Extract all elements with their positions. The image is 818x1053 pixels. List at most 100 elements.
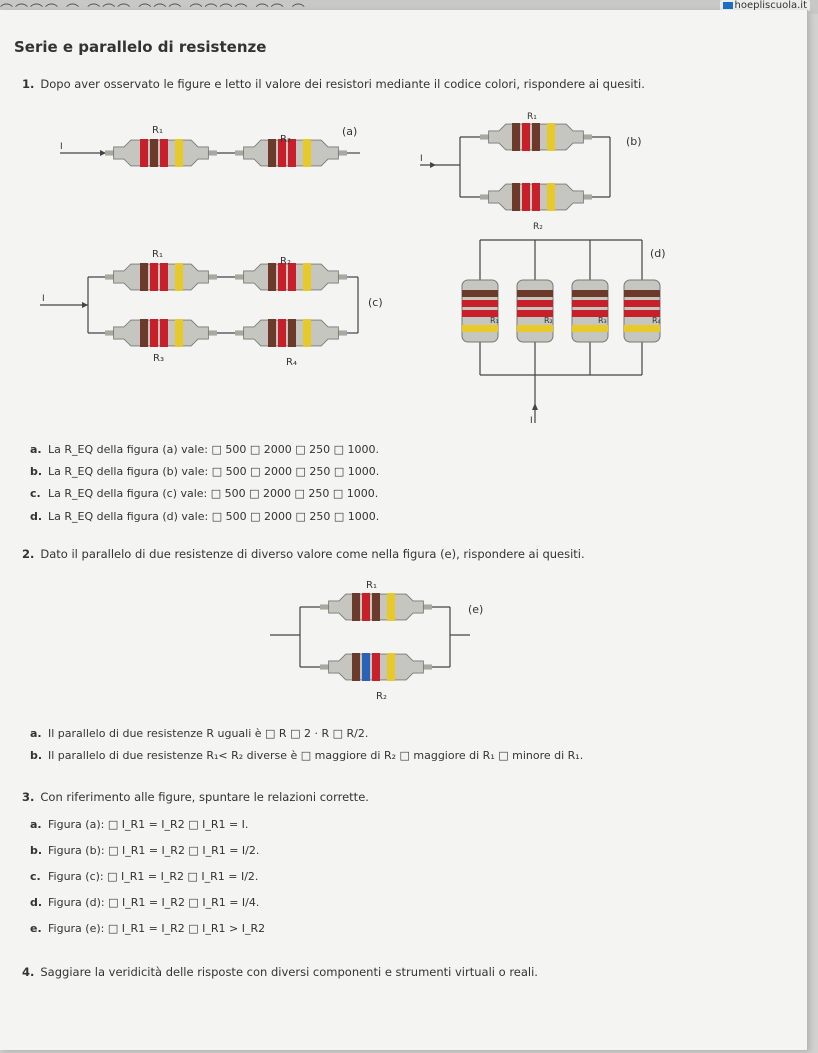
answer-letter: b. [30,749,43,762]
band [362,653,370,681]
figure-a-current-label: I [60,142,63,152]
figure-e-r1-label: R₁ [366,580,377,591]
figure-d-resistor-2 [516,240,554,375]
answer-text: Figura (a): □ I_R1 = I_R2 □ I_R1 = I. [48,818,249,831]
figure-d-r1-label: R₁ [490,316,499,325]
band [160,139,168,167]
band [175,139,183,167]
band [352,653,360,681]
band [387,593,395,621]
circuit-figures: I R₁ R₂ (a) I [40,112,666,426]
q2-answer-a: a. Il parallelo di due resistenze R ugual… [30,727,370,740]
band [512,123,520,151]
answer-text: Figura (e): □ I_R1 = I_R2 □ I_R1 > I_R2 [48,922,266,935]
figure-d-label: (d) [650,247,666,260]
figure-d-resistor-3 [571,240,609,375]
figure-b-label: (b) [626,135,642,148]
band [522,183,530,211]
figure-d-r3-label: R₃ [598,316,607,325]
question-text: Dopo aver osservato le figure e letto il… [40,77,645,91]
band [522,123,530,151]
band [303,319,311,347]
page-title: Serie e parallelo di resistenze [14,38,267,56]
site-logo-icon [722,1,733,9]
band [352,593,360,621]
q3-answer-b: b.Figura (b): □ I_R1 = I_R2 □ I_R1 = I/2… [30,844,261,857]
answer-letter: b. [30,844,43,857]
band [303,139,311,167]
q3-answer-e: e. Figura (e): □ I_R1 = I_R2 □ I_R1 > I_R… [30,922,267,935]
band [288,319,296,347]
band [278,263,286,291]
band [303,263,311,291]
q1-answer-d: d.La R_EQ della figura (d) vale: □ 500 □… [30,510,381,523]
figure-e: R₁ R₂ (e) [270,580,483,702]
q3-answer-d: d.Figura (d): □ I_R1 = I_R2 □ I_R1 = I/4… [30,896,261,909]
figure-c-label: (c) [368,296,383,309]
band [532,123,540,151]
question-text: Dato il parallelo di due resistenze di d… [40,547,585,561]
band [288,263,296,291]
question-text: Con riferimento alle figure, spuntare le… [40,790,369,804]
band [160,319,168,347]
band [160,263,168,291]
band [512,183,520,211]
answer-letter: d. [30,896,43,909]
band [278,319,286,347]
q3-answer-a: a. Figura (a): □ I_R1 = I_R2 □ I_R1 = I. [30,818,250,831]
q3-answer-c: c. Figura (c): □ I_R1 = I_R2 □ I_R1 = I/2… [30,870,260,883]
band [372,653,380,681]
answer-letter: e. [30,922,42,935]
band [387,653,395,681]
band [288,139,296,167]
figure-c-r3-label: R₃ [153,353,164,364]
question-text: Saggiare la veridicità delle risposte co… [40,965,538,979]
figure-c-r1-label: R₁ [152,249,163,260]
band [175,319,183,347]
question-number: 3. [22,790,35,804]
answer-text: La R_EQ della figura (a) vale: □ 500 □ 2… [48,443,379,456]
band [150,263,158,291]
figure-d-r2-label: R₂ [544,316,553,325]
band [547,183,555,211]
band [268,319,276,347]
figure-c-current-label: I [42,294,45,304]
figure-d-current-label: I [530,416,533,426]
band [268,263,276,291]
band [278,139,286,167]
figure-a-r2-label: R₂ [280,134,291,145]
answer-letter: b. [30,465,43,478]
figure-c-r2-label: R₂ [280,256,291,267]
answer-letter: a. [30,818,42,831]
figure-a-label: (a) [342,125,357,138]
answer-text: La R_EQ della figura (b) vale: □ 500 □ 2… [48,465,380,478]
figure-b-r2-label: R₂ [533,222,543,232]
band [140,139,148,167]
q2-answer-b: b. Il parallelo di due resistenze R₁< R₂ … [30,749,585,762]
answer-text: Il parallelo di due resistenze R uguali … [48,727,369,740]
question-3: 3. Con riferimento alle figure, spuntare … [22,790,369,804]
figure-e-r2-label: R₂ [376,691,387,702]
band [372,593,380,621]
band [140,319,148,347]
band [150,139,158,167]
answer-text: Il parallelo di due resistenze R₁< R₂ di… [48,749,584,762]
answer-letter: a. [30,443,42,456]
answer-letter: a. [30,727,42,740]
answer-text: La R_EQ della figura (d) vale: □ 500 □ 2… [48,510,380,523]
band [175,263,183,291]
figure-b: I R₁ R₂ (b) [420,112,642,232]
site-badge: hoepliscuola.it [719,0,810,11]
site-name: hoepliscuola.it [734,0,807,11]
figure-b-current-label: I [420,154,423,164]
band [532,183,540,211]
answer-text: Figura (c): □ I_R1 = I_R2 □ I_R1 = I/2. [48,870,259,883]
figure-c: I [40,249,383,368]
answer-letter: c. [30,870,41,883]
figure-a-r1-label: R₁ [152,125,163,136]
band [547,123,555,151]
figure-d: I [461,239,666,426]
figure-a: I R₁ R₂ (a) [60,125,360,167]
question-4: 4.Saggiare la veridicità delle risposte … [22,965,538,979]
figure-c-r4-label: R₄ [286,357,297,368]
